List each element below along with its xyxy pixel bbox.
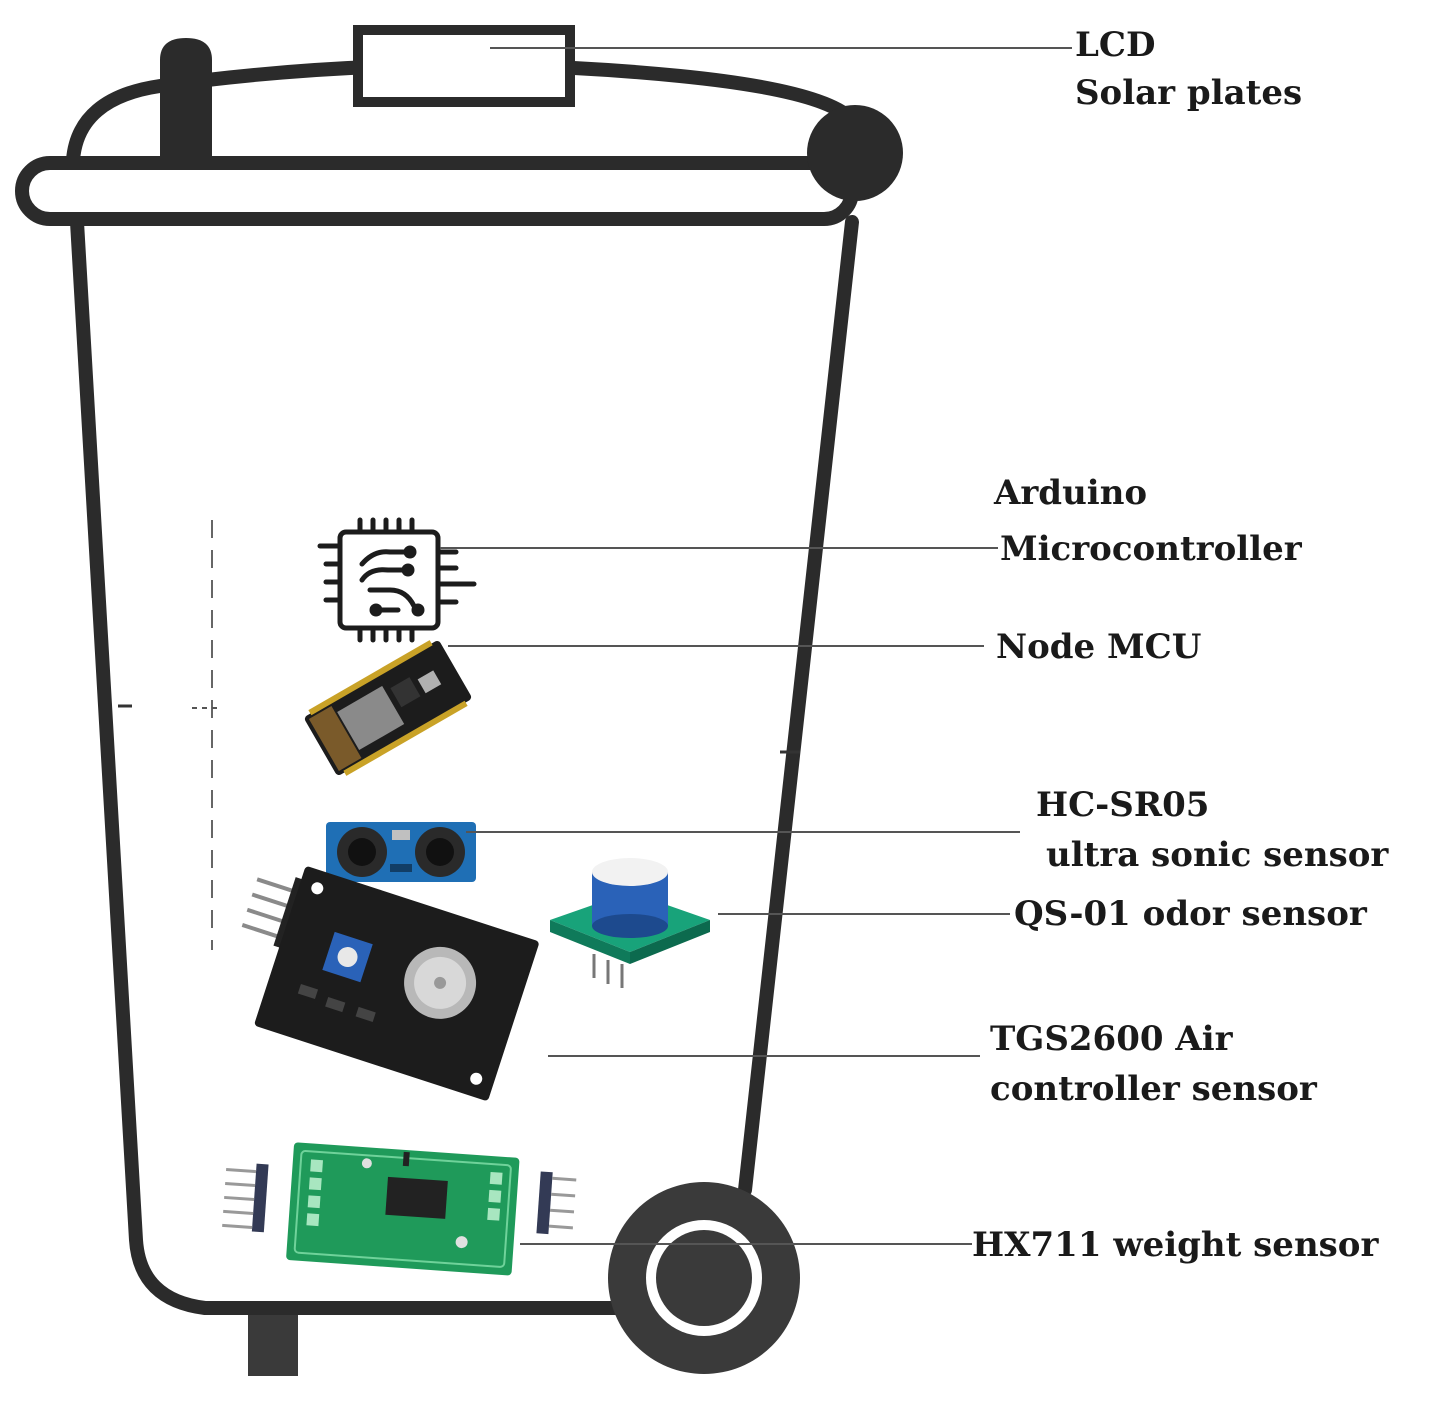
label-air-controller: controller sensor bbox=[990, 1069, 1318, 1109]
microcontroller-chip-icon bbox=[317, 517, 477, 643]
label-tgs2600: TGS2600 Air bbox=[990, 1019, 1234, 1059]
label-microcontroller: Microcontroller bbox=[1000, 529, 1303, 569]
label-arduino: Arduino bbox=[993, 473, 1147, 513]
bin-wheel bbox=[608, 1182, 800, 1374]
label-lcd: LCD bbox=[1075, 25, 1155, 65]
label-hcsr05: HC-SR05 bbox=[1036, 785, 1209, 825]
label-solar-plates: Solar plates bbox=[1075, 73, 1302, 113]
label-nodemcu: Node MCU bbox=[996, 627, 1201, 667]
lcd-solar-panel bbox=[353, 25, 575, 107]
label-hx711: HX711 weight sensor bbox=[972, 1225, 1379, 1265]
bin-illustration bbox=[15, 25, 903, 1376]
bin-handle bbox=[160, 38, 212, 168]
bin-hinge-knob bbox=[807, 105, 903, 201]
component-labels: LCD Solar plates Arduino Microcontroller… bbox=[972, 25, 1389, 1265]
label-qs01: QS-01 odor sensor bbox=[1014, 894, 1368, 934]
bin-lid-rim bbox=[15, 156, 859, 226]
odor-sensor bbox=[550, 858, 710, 988]
label-ultrasonic: ultra sonic sensor bbox=[1046, 835, 1389, 875]
air-quality-sensor-board bbox=[241, 866, 539, 1101]
bin-foot bbox=[248, 1312, 298, 1376]
nodemcu-board bbox=[304, 640, 472, 776]
bin-body bbox=[70, 215, 859, 1315]
leader-lines bbox=[440, 47, 1072, 1245]
weight-sensor-board bbox=[222, 1142, 577, 1276]
ultrasonic-sensor bbox=[326, 822, 476, 882]
